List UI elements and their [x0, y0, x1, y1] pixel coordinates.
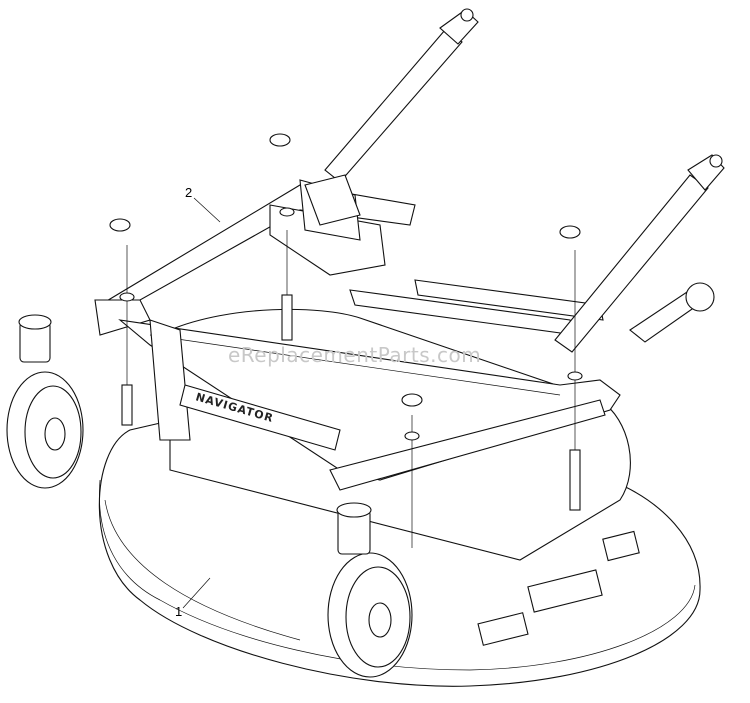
watermark-text: eReplacementParts.com [228, 343, 481, 367]
callout-number: 2 [185, 185, 192, 200]
callout-number: 1 [175, 604, 182, 619]
caster-wheel-left [6, 314, 84, 489]
hitch-pins [109, 133, 583, 441]
drive-shaft-left [304, 8, 479, 226]
callout-1: 1 [175, 577, 211, 619]
drive-shaft-right [554, 154, 725, 353]
caster-wheel-right [327, 502, 413, 678]
callout-2: 2 [185, 185, 221, 223]
